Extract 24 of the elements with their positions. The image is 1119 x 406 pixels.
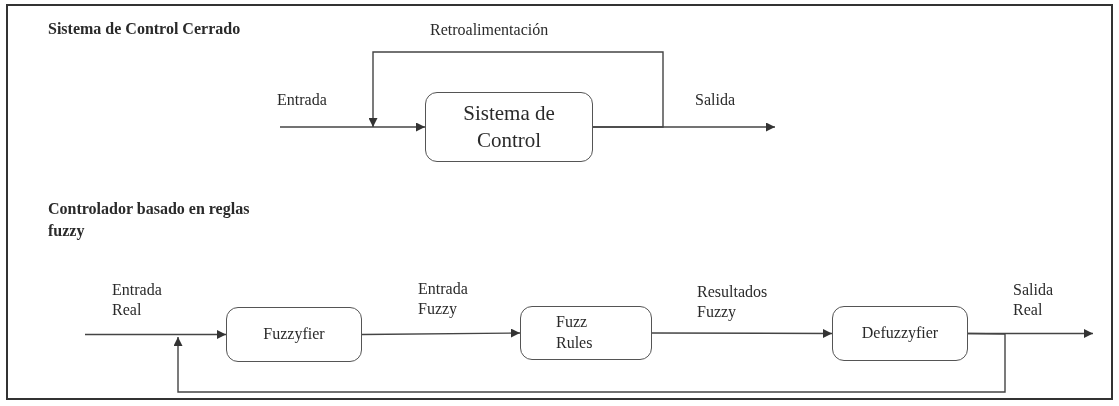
arrow	[173, 332, 1006, 393]
box-label: Fuzzyfier	[263, 324, 325, 345]
process-box	[832, 306, 968, 361]
edge-label: Entrada Fuzzy	[418, 279, 469, 319]
arrow	[361, 328, 521, 338]
box-label: Sistema de Control	[462, 99, 556, 154]
process-box	[520, 306, 652, 360]
section-heading: Sistema de Control Cerrado	[48, 19, 242, 39]
arrow	[651, 329, 833, 338]
edge-label: Salida	[695, 90, 736, 110]
box-label: Fuzz Rules	[556, 312, 594, 353]
arrow	[368, 51, 664, 128]
edge-label: Entrada	[277, 90, 328, 110]
arrow	[592, 122, 776, 132]
process-box	[226, 307, 362, 362]
arrow	[84, 330, 227, 339]
arrow	[279, 122, 426, 132]
edge-label: Entrada Real	[112, 280, 163, 320]
edge-label: Salida Real	[1013, 280, 1054, 320]
process-box	[425, 92, 593, 162]
box-label: Defuzzyfier	[861, 323, 939, 344]
section-heading: Controlador basado en reglas fuzzy	[48, 199, 251, 242]
edge-label: Resultados Fuzzy	[697, 282, 769, 322]
edge-label: Retroalimentación	[430, 20, 550, 40]
